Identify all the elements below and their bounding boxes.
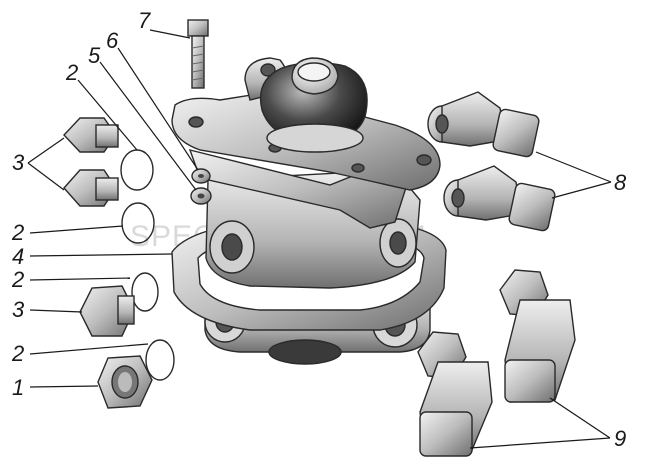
callout-2-bottom: 2 [11,341,24,366]
callout-2-middle: 2 [11,220,24,245]
callout-7: 7 [138,8,151,33]
callout-1: 1 [12,375,24,400]
callout-5: 5 [88,43,101,68]
callout-8: 8 [614,170,627,195]
washer-parts [190,168,212,205]
bolt-part [187,19,209,89]
callout-2-lower: 2 [11,267,24,292]
elbow-fittings-upper [427,91,556,232]
callout-3-upper: 3 [12,150,25,175]
callout-labels: 7 6 5 2 3 2 4 2 3 2 1 8 9 [11,8,627,451]
hex-plug-lower [79,285,135,337]
leader-lines [27,29,612,449]
hex-plug-upper [63,117,119,207]
callout-9: 9 [614,426,626,451]
callout-6: 6 [106,28,119,53]
callout-4: 4 [12,244,24,269]
callout-2-top: 2 [65,60,78,85]
valve-housing [171,57,447,365]
callout-3-lower: 3 [12,297,25,322]
hex-nut [97,355,153,409]
elbow-fittings-lower [417,269,576,457]
